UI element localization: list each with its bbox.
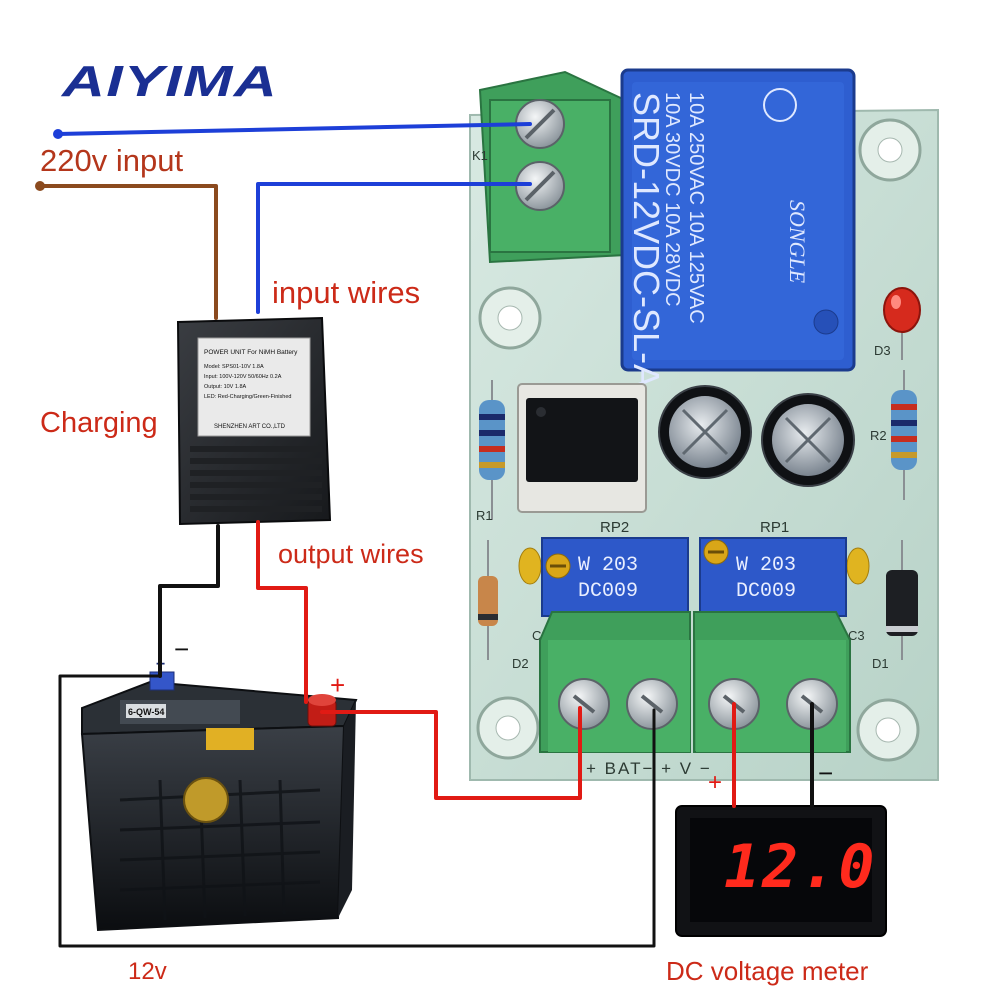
trimmer-marking: W 203 (736, 554, 796, 577)
minus-sign: − (174, 634, 189, 664)
trimmer-marking: DC009 (578, 580, 638, 603)
blue-mains-wire (56, 122, 532, 136)
mounting-hole (478, 286, 542, 350)
trimmer-label: RP1 (760, 519, 789, 536)
charger-label: Charging (40, 407, 158, 439)
red-positive-wire (256, 520, 308, 704)
black-negative-wire (158, 524, 220, 678)
svg-text:R2: R2 (870, 428, 887, 443)
car-battery: 6-QW-54 − (80, 656, 358, 932)
ceramic-capacitor (518, 547, 542, 585)
diode (478, 540, 498, 660)
svg-text:R1: R1 (476, 508, 493, 523)
battery-sticker (206, 728, 254, 750)
diode (886, 540, 918, 660)
trimmer-potentiometer-rp1: W 203 DC009 (699, 537, 847, 617)
mounting-hole (856, 698, 920, 762)
relay-brand-text: SONGLE (785, 200, 810, 284)
svg-text:D1: D1 (872, 656, 889, 671)
battery-emblem (183, 777, 229, 823)
mounting-hole (476, 696, 540, 760)
svg-text:D2: D2 (512, 656, 529, 671)
dc-voltage-meter (675, 805, 887, 937)
mounting-hole (858, 118, 922, 182)
charger-adapter: POWER UNIT For NiMH Battery Model: SPS01… (176, 316, 332, 526)
ceramic-capacitor (846, 547, 870, 585)
plus-sign: + (708, 769, 722, 796)
black-battery-wire (58, 674, 656, 948)
resistor (891, 370, 917, 500)
input-terminal-block (478, 70, 626, 264)
brown-mains-wire (38, 184, 218, 320)
trimmer-label: RP2 (600, 519, 629, 536)
status-led (883, 287, 921, 360)
adapter-spec: Output: 10V 1.8A (204, 384, 247, 390)
output-wires-label: output wires (278, 539, 424, 569)
trimmer-marking: DC009 (736, 580, 796, 603)
trimmer-potentiometer-rp2: W 203 DC009 (541, 537, 689, 617)
voltage-readout: 12.0 (724, 832, 877, 902)
battery-code-text: 6-QW-54 (128, 707, 164, 717)
wires (35, 122, 814, 948)
battery-voltage-label: 12v (128, 958, 167, 985)
adapter-label-title: POWER UNIT For NiMH Battery (204, 349, 298, 356)
terminal-silkscreen: + BAT− + V − (586, 759, 712, 778)
cqc-mark (763, 88, 797, 122)
ic-chip (517, 383, 647, 513)
relay-rating-text: 10A 30VDC 10A 28VDC (661, 92, 683, 307)
adapter-spec: Input: 100V-120V 50/60Hz 0.2A (204, 374, 282, 380)
brand-logo: AIYIMA (62, 57, 278, 106)
resistor (479, 380, 505, 520)
adapter-maker: SHENZHEN ART CO.,LTD (214, 424, 286, 430)
battery-code-plate (126, 704, 166, 718)
plus-sign: + (330, 670, 345, 700)
svg-text:C3: C3 (848, 628, 865, 643)
trimmer-marking: W 203 (578, 554, 638, 577)
red-battery-wire (320, 706, 582, 800)
relay-board: 10A 250VAC 10A 125VAC 10A 30VDC 10A 28VD… (469, 68, 939, 781)
electrolytic-capacitor (761, 393, 855, 487)
meter-name-label: DC voltage meter (666, 956, 869, 986)
minus-sign: − (818, 758, 833, 788)
mains-input-label: 220v input (40, 143, 184, 178)
input-wires-label: input wires (272, 275, 421, 310)
relay: 10A 250VAC 10A 125VAC 10A 30VDC 10A 28VD… (620, 68, 856, 388)
svg-text:D3: D3 (874, 343, 891, 358)
adapter-spec: Model: SPS01-10V 1.8A (204, 364, 264, 370)
relay-model-text: SRD-12VDC-SL-A (626, 92, 667, 388)
silkscreen-labels: D3 R2 R1 C2 C3 D2 D1 K1 (472, 148, 891, 671)
electrolytic-capacitor (658, 385, 752, 479)
relay-rating-text: 10A 250VAC 10A 125VAC (685, 92, 707, 324)
svg-text:K1: K1 (472, 148, 488, 163)
blue-input-wire (256, 182, 532, 314)
adapter-spec: LED: Red-Charging/Green-Finished (204, 394, 291, 400)
